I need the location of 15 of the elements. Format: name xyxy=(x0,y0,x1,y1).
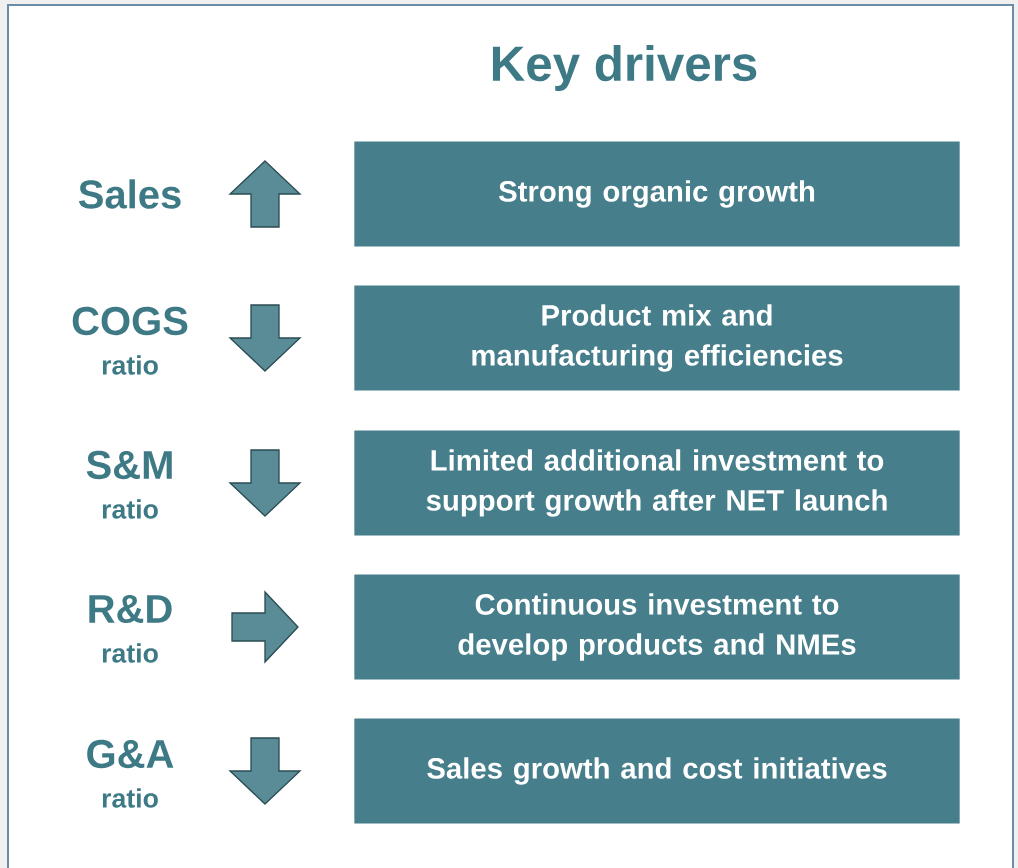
title: Key drivers xyxy=(492,45,757,91)
row-label: ratio xyxy=(102,788,158,808)
row-label: ratio xyxy=(102,499,158,519)
driver-box: Sales growth and cost initiatives xyxy=(354,718,960,824)
row-label: ratio xyxy=(102,643,158,663)
row-label: R&D xyxy=(89,594,172,624)
driver-box: Limited additional investment to support growth after NET launch xyxy=(354,430,960,536)
row-label: S&M xyxy=(86,450,172,480)
driver-box: Strong organic growth xyxy=(354,141,960,247)
driver-box: Product mix and manufacturing efficiencies xyxy=(354,285,960,391)
row-label: G&A xyxy=(87,739,174,769)
row-label: ratio xyxy=(102,355,158,375)
driver-box: Continuous investment to develop products and NMEs xyxy=(354,574,960,680)
row-label: COGS xyxy=(72,306,188,336)
row-label: Sales xyxy=(78,179,181,209)
